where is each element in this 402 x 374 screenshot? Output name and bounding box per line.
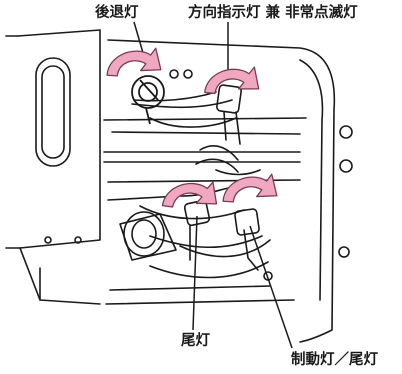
label-turn-hazard-lamp: 方向指示灯 兼 非常点滅灯	[188, 5, 358, 21]
rotate-arrow-turn	[202, 66, 260, 96]
rotate-arrow-stop	[219, 173, 278, 204]
leader-stop	[249, 225, 293, 349]
backup-lamp-socket	[131, 75, 165, 125]
lamp-housing-outline	[107, 39, 336, 343]
label-stop-tail-lamp: 制動灯／尾灯	[291, 352, 378, 368]
label-backup-lamp: 後退灯	[95, 5, 139, 21]
leader-tail	[192, 215, 198, 331]
left-slot	[35, 57, 71, 167]
label-tail-lamp: 尾灯	[181, 333, 210, 349]
left-body-panel	[17, 29, 101, 249]
rotate-arrow-backup	[103, 47, 162, 78]
